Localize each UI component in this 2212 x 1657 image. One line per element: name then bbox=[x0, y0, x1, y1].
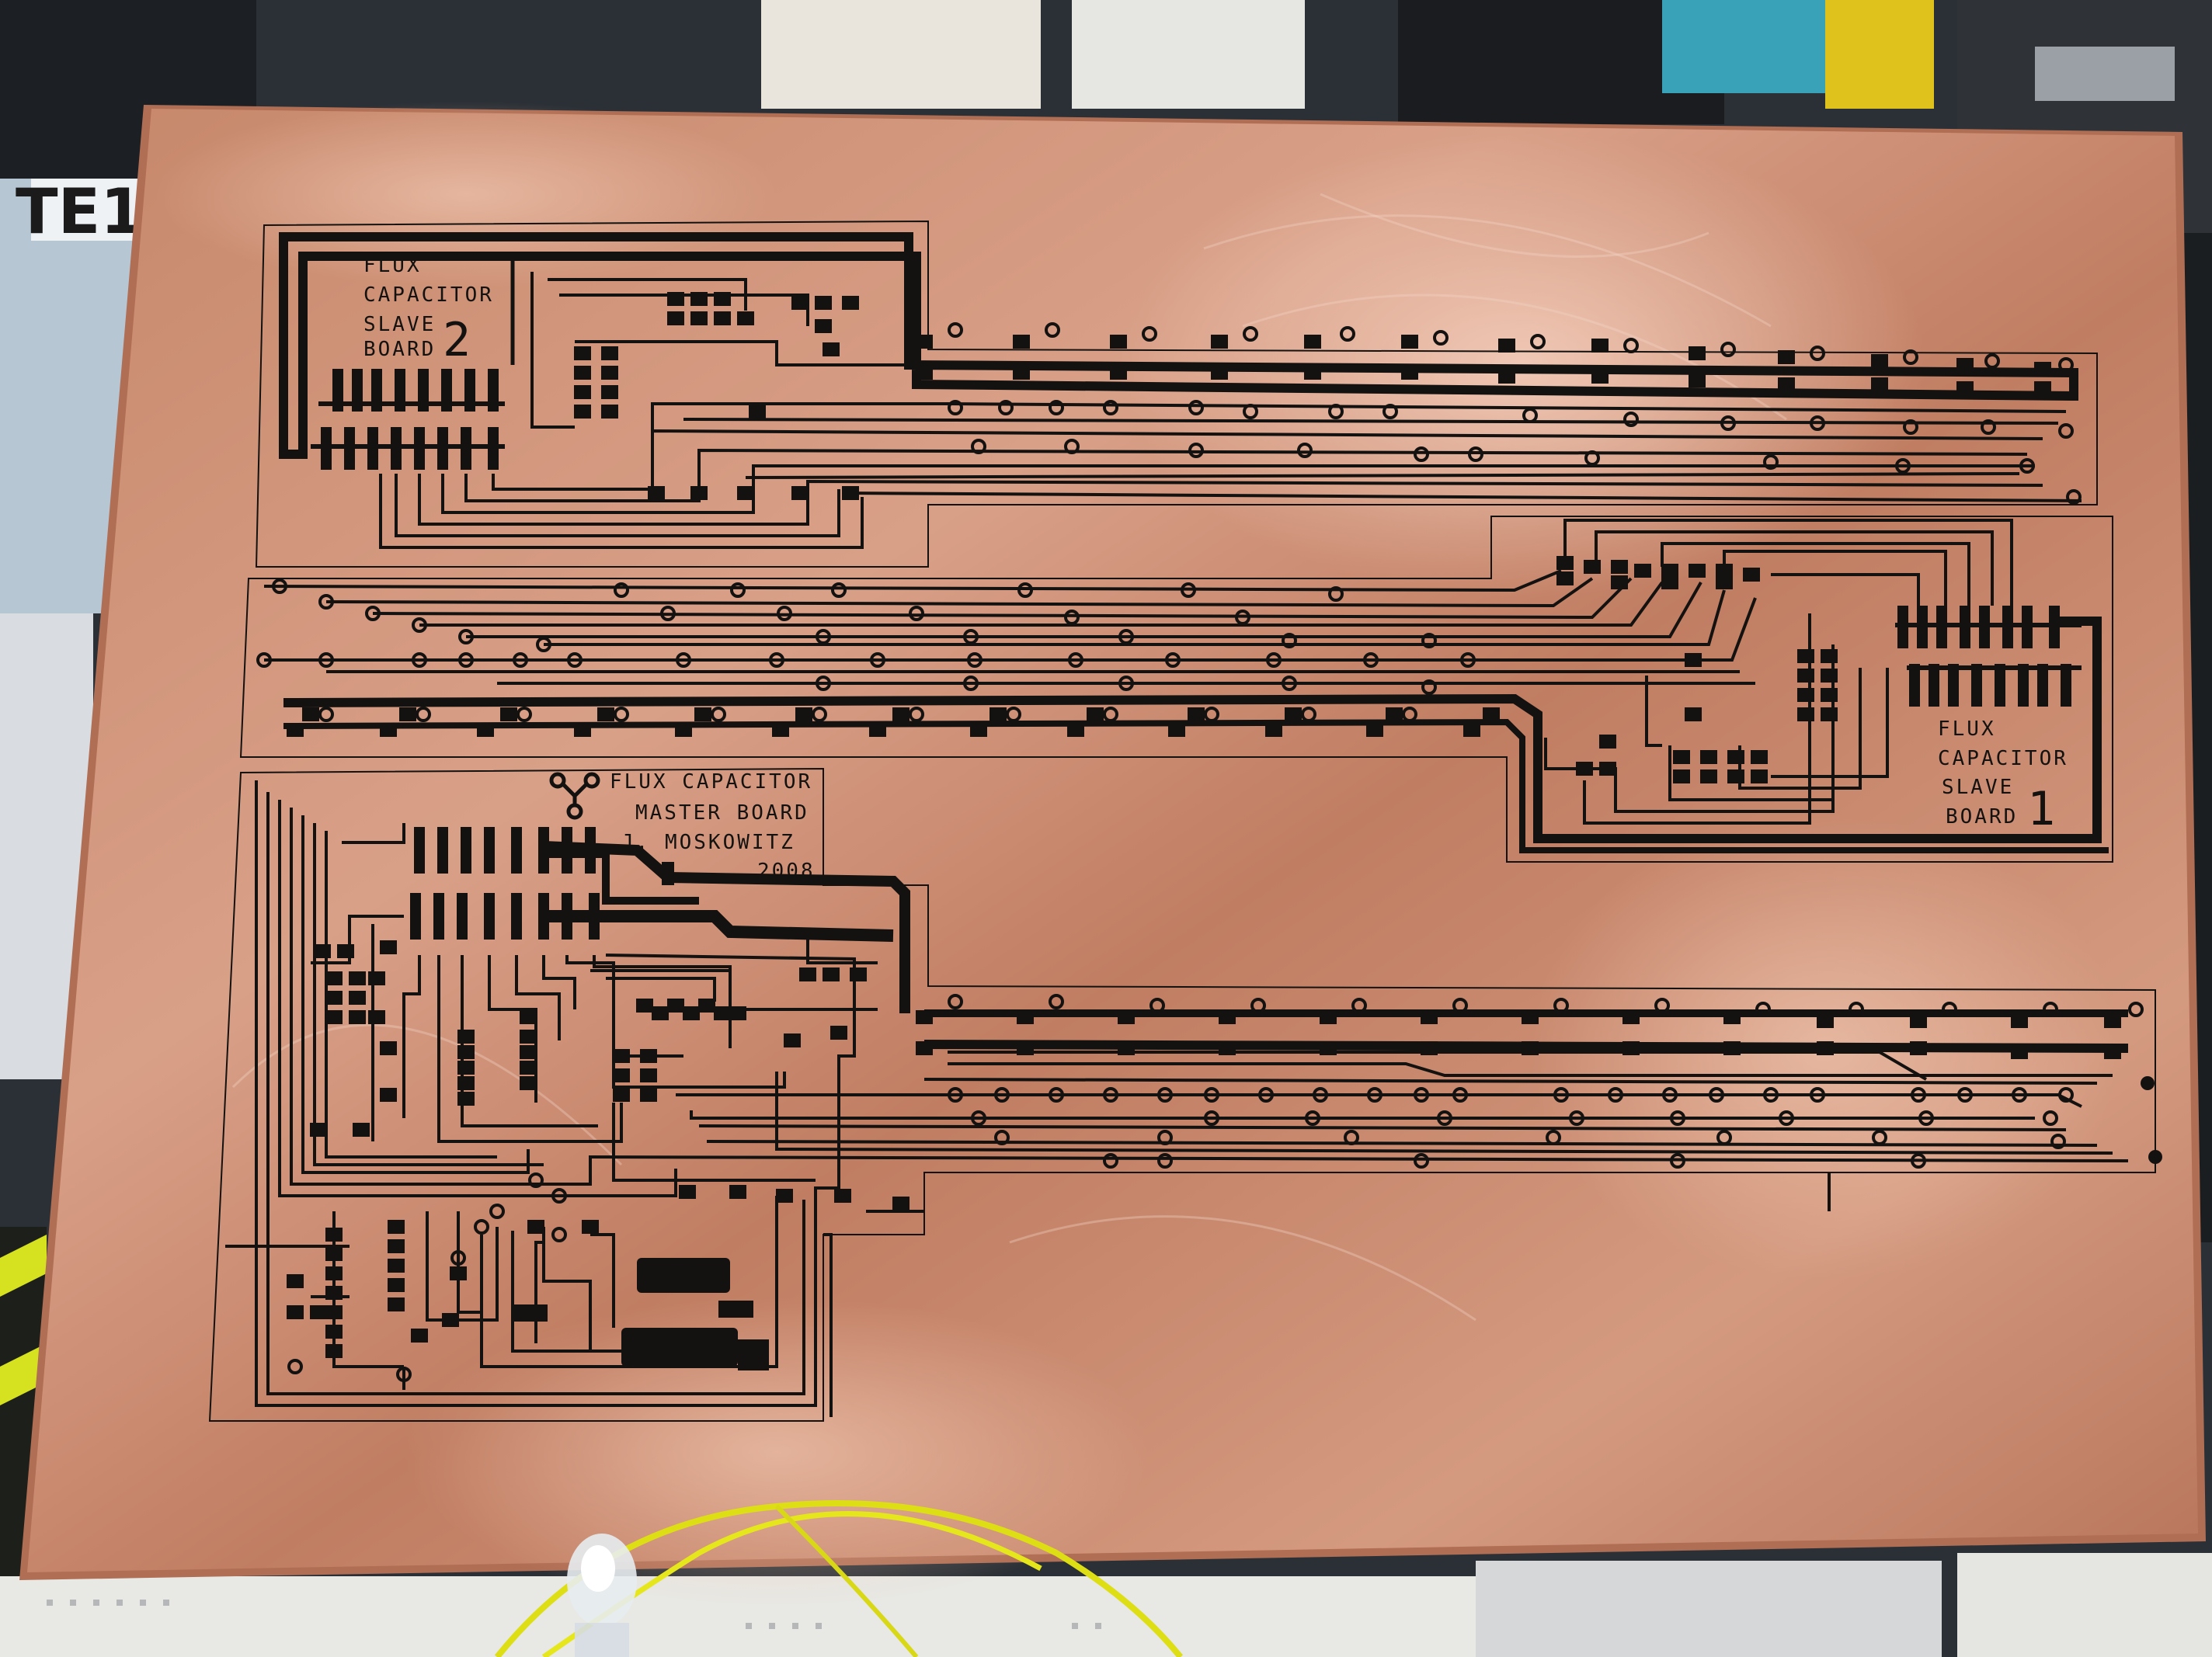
slave-2-number: 2 bbox=[443, 313, 473, 367]
master-board-end-terminals bbox=[2141, 1076, 2162, 1164]
foreground-wire-led bbox=[494, 1500, 1184, 1657]
master-label-line-1: FLUX CAPACITOR bbox=[610, 770, 812, 794]
background-partial-text: TE1 bbox=[16, 175, 144, 248]
master-label-line-3: J. MOSKOWITZ bbox=[621, 831, 795, 854]
slave-1-number: 1 bbox=[2027, 782, 2057, 836]
slave-1-label-line-1: FLUX bbox=[1938, 717, 1996, 741]
copper-board bbox=[19, 101, 2206, 1607]
master-board-blocks bbox=[513, 1258, 769, 1370]
master-label-line-2: MASTER BOARD bbox=[635, 801, 809, 825]
slave-1-label-line-4: BOARD bbox=[1946, 805, 2018, 828]
slave-2-label-line-3: SLAVE bbox=[363, 313, 436, 336]
slave-board-2-silkscreen: FLUX CAPACITOR SLAVE BOARD 2 bbox=[363, 254, 494, 367]
slave-2-label-line-4: BOARD bbox=[363, 338, 436, 361]
master-label-line-4: 2008 bbox=[757, 860, 816, 883]
slave-2-label-line-2: CAPACITOR bbox=[363, 283, 494, 307]
slave-1-label-line-2: CAPACITOR bbox=[1938, 747, 2068, 770]
slave-board-1 bbox=[239, 516, 2113, 863]
master-board-silkscreen: FLUX CAPACITOR MASTER BOARD J. MOSKOWITZ… bbox=[610, 770, 816, 883]
flux-capacitor-logo bbox=[549, 772, 600, 820]
slave-1-label-line-3: SLAVE bbox=[1942, 776, 2014, 799]
slave-2-label-line-1: FLUX bbox=[363, 254, 422, 277]
slave-board-1-silkscreen: FLUX CAPACITOR SLAVE BOARD 1 bbox=[1938, 717, 2068, 836]
